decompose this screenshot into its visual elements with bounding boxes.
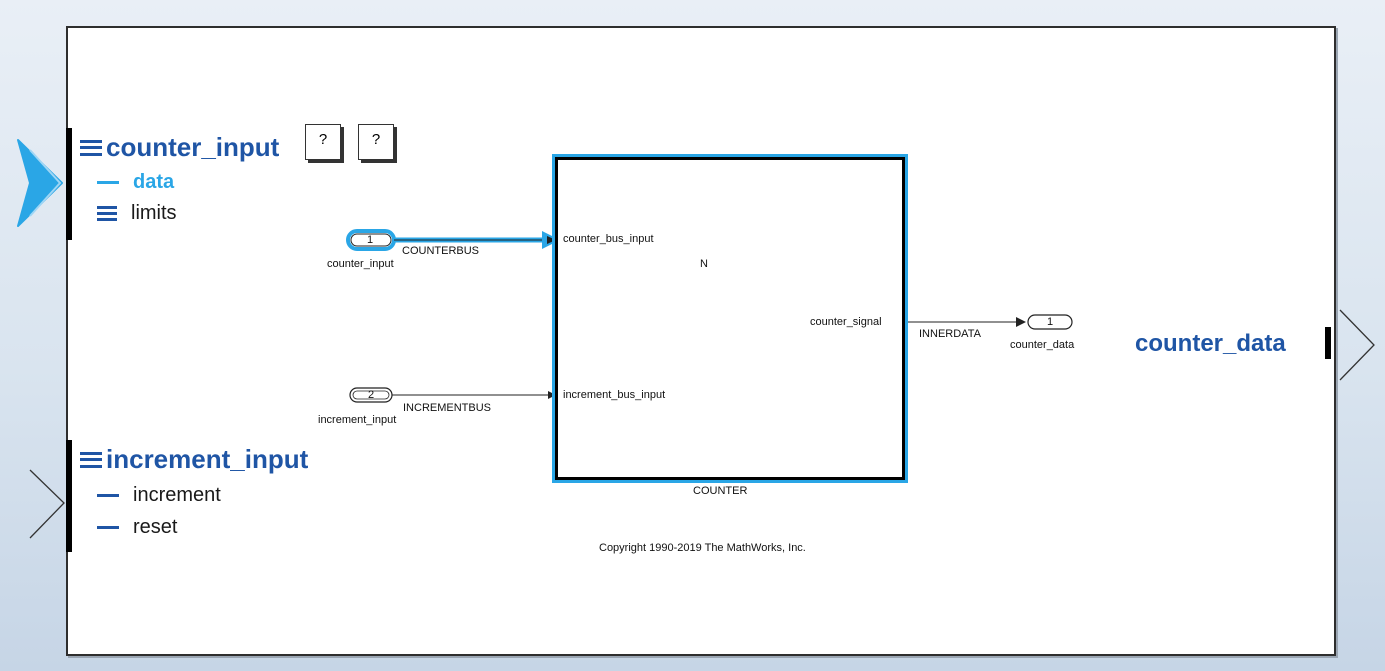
- element-limits[interactable]: limits: [97, 198, 177, 228]
- bus-hierarchy-icon: [80, 139, 102, 156]
- counter-input-port-bar: [66, 128, 72, 240]
- counter-input-port-chevron: [17, 139, 63, 227]
- element-data[interactable]: data: [97, 167, 174, 197]
- counter-data-port-chevron: [1339, 309, 1375, 381]
- signal-dash-icon: [97, 493, 119, 497]
- element-reset[interactable]: reset: [97, 512, 177, 542]
- port-label-counter-bus-input: counter_bus_input: [563, 233, 654, 245]
- bus-hierarchy-icon: [97, 205, 117, 221]
- increment-input-port-bar: [66, 440, 72, 552]
- help-button-1[interactable]: ?: [305, 124, 341, 160]
- variant-n-label: N: [700, 258, 708, 270]
- inport-2-name[interactable]: increment_input: [318, 414, 397, 426]
- innerdata-label[interactable]: INNERDATA: [919, 328, 981, 340]
- incrementbus-label[interactable]: INCREMENTBUS: [403, 402, 492, 414]
- outport-1-number: 1: [1047, 316, 1054, 328]
- counter-input-bus-title[interactable]: counter_input: [80, 132, 279, 163]
- element-increment[interactable]: increment: [97, 480, 221, 510]
- inport-1-name[interactable]: counter_input: [327, 258, 394, 270]
- increment-input-port-chevron: [29, 469, 65, 539]
- outport-1-oval: [1027, 314, 1073, 330]
- signal-dash-icon: [97, 525, 119, 529]
- copyright-annotation[interactable]: Copyright 1990-2019 The MathWorks, Inc.: [596, 541, 809, 555]
- counter-subsystem-block[interactable]: [552, 154, 908, 483]
- counter-block-name[interactable]: COUNTER: [693, 485, 748, 497]
- counter-data-port-bar: [1325, 327, 1331, 359]
- inport-1-number: 1: [367, 234, 374, 246]
- inport-2-number: 2: [368, 389, 375, 401]
- signal-dash-icon: [97, 180, 119, 184]
- counterbus-label[interactable]: COUNTERBUS: [402, 245, 480, 257]
- counter-data-output-title[interactable]: counter_data: [1135, 330, 1286, 357]
- bus-hierarchy-icon: [80, 451, 102, 468]
- outport-1-name[interactable]: counter_data: [1010, 339, 1075, 351]
- port-label-counter-signal: counter_signal: [810, 316, 882, 328]
- increment-input-bus-title[interactable]: increment_input: [80, 444, 308, 475]
- port-label-increment-bus-input: increment_bus_input: [563, 389, 666, 401]
- help-button-2[interactable]: ?: [358, 124, 394, 160]
